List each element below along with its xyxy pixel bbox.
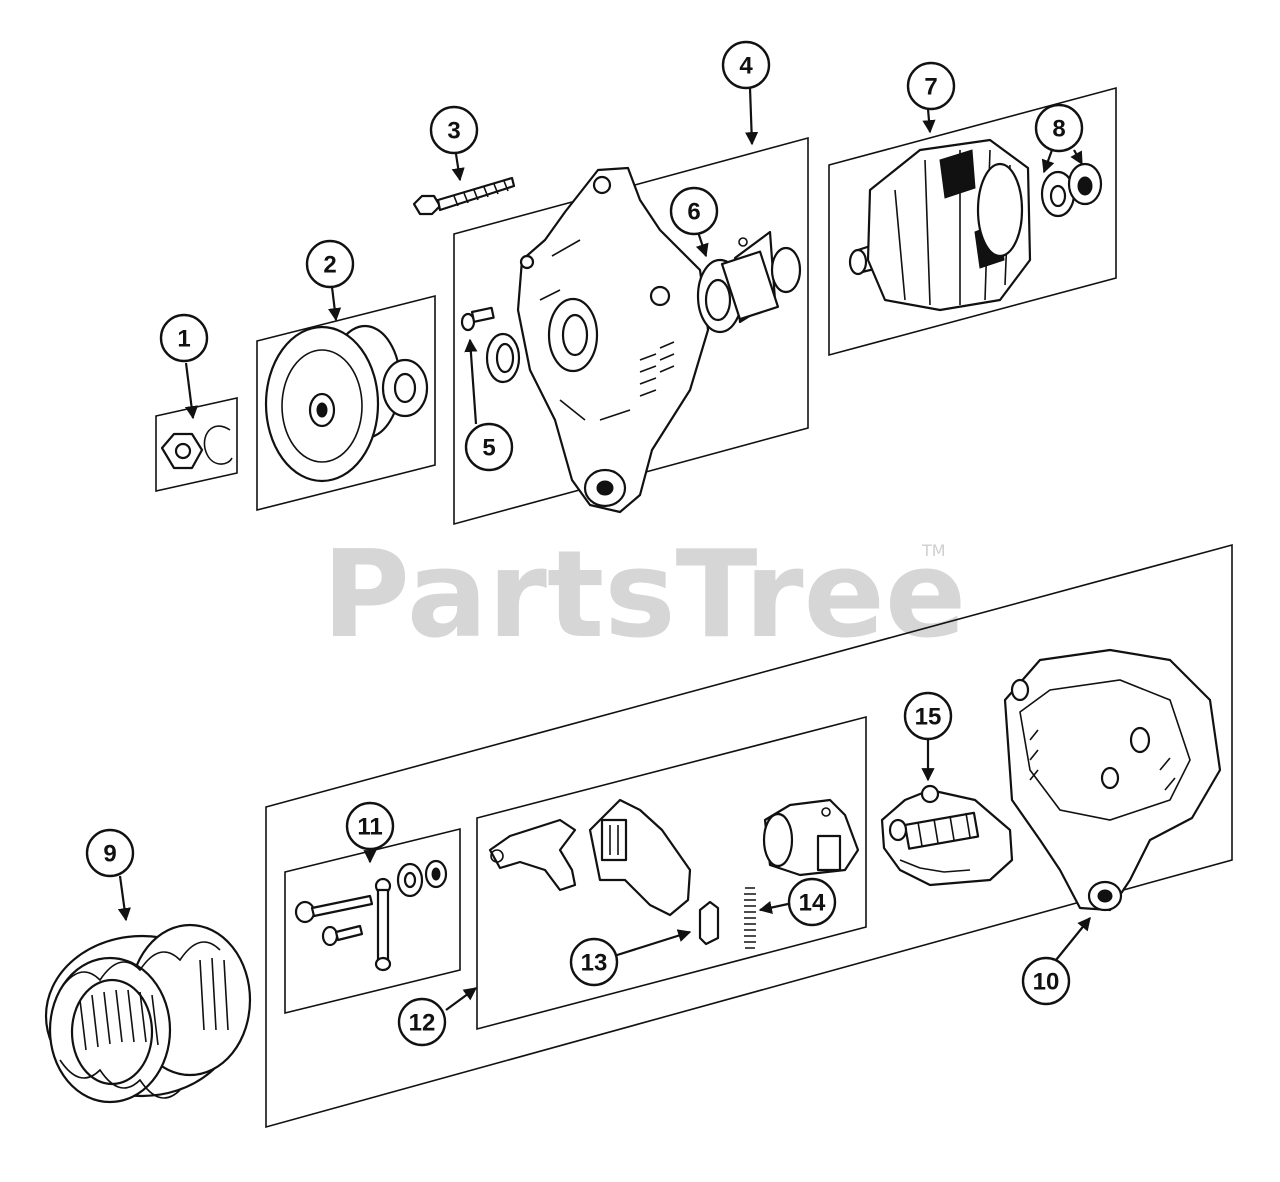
callout-11-label: 11 xyxy=(357,814,382,841)
panel-part-4 xyxy=(453,136,809,526)
leader-14 xyxy=(758,901,789,914)
callout-8-label: 8 xyxy=(1052,116,1065,143)
callouts: 1 2 3 4 5 6 7 8 9 10 11 12 13 14 15 xyxy=(85,40,1084,1047)
bolt-part-3[interactable] xyxy=(412,176,516,216)
callout-10-label: 10 xyxy=(1033,969,1060,996)
leader-2 xyxy=(328,286,342,322)
callout-11[interactable]: 11 xyxy=(345,801,395,851)
callout-12[interactable]: 12 xyxy=(397,997,447,1047)
callout-6[interactable]: 6 xyxy=(669,186,719,236)
callout-13-label: 13 xyxy=(581,950,608,977)
callout-7-label: 7 xyxy=(924,74,937,101)
pulley-part-2[interactable] xyxy=(264,324,429,483)
callout-5[interactable]: 5 xyxy=(464,422,514,472)
nut-part-1[interactable] xyxy=(160,425,233,470)
callout-4-label: 4 xyxy=(739,53,753,80)
callout-9-label: 9 xyxy=(103,841,116,868)
panel-part-7 xyxy=(828,86,1117,357)
rectifier-part-15[interactable] xyxy=(880,784,1014,887)
callout-13[interactable]: 13 xyxy=(569,937,619,987)
leader-6 xyxy=(695,231,709,258)
panel-part-11 xyxy=(284,827,461,1015)
leader-8b xyxy=(1070,149,1083,166)
leader-1 xyxy=(184,362,199,420)
leader-8a xyxy=(1041,149,1055,174)
rotor-part-7[interactable] xyxy=(848,138,1032,312)
screw-part-5[interactable] xyxy=(460,306,521,384)
leader-4 xyxy=(744,87,759,146)
panels xyxy=(155,86,1233,1129)
panel-part-1 xyxy=(155,397,238,492)
callout-15-label: 15 xyxy=(915,704,942,731)
rear-housing-part-10[interactable] xyxy=(1003,648,1222,912)
callout-10[interactable]: 10 xyxy=(1021,956,1071,1006)
watermark-text: PartsTree xyxy=(322,526,966,665)
brush-part-13[interactable] xyxy=(698,900,720,946)
leader-lines xyxy=(117,87,1091,1011)
spring-part-14[interactable] xyxy=(744,887,756,949)
callout-14-label: 14 xyxy=(799,890,826,917)
bearing-part-8[interactable] xyxy=(1040,162,1103,218)
watermark: PartsTree TM xyxy=(322,526,966,665)
regulator-part-12[interactable] xyxy=(488,798,860,917)
callout-9[interactable]: 9 xyxy=(85,828,135,878)
callout-15[interactable]: 15 xyxy=(903,691,953,741)
callout-14[interactable]: 14 xyxy=(787,877,837,927)
panel-part-12 xyxy=(476,715,867,1031)
callout-1-label: 1 xyxy=(177,326,190,353)
leader-13 xyxy=(613,929,692,958)
callout-1[interactable]: 1 xyxy=(159,313,209,363)
callout-2-label: 2 xyxy=(323,252,336,279)
callout-6-label: 6 xyxy=(687,199,700,226)
callout-3[interactable]: 3 xyxy=(429,105,479,155)
watermark-trademark: TM xyxy=(921,541,946,560)
callout-7[interactable]: 7 xyxy=(906,61,956,111)
callout-3-label: 3 xyxy=(447,118,460,145)
callout-5-label: 5 xyxy=(482,435,495,462)
callout-4[interactable]: 4 xyxy=(721,40,771,90)
leader-10 xyxy=(1055,916,1091,961)
callout-12-label: 12 xyxy=(409,1010,436,1037)
bearing-part-6[interactable] xyxy=(696,230,802,334)
leader-9 xyxy=(117,875,131,922)
panel-lower-assembly xyxy=(265,543,1233,1129)
leader-3 xyxy=(451,153,465,182)
leader-5 xyxy=(464,338,478,425)
stator-part-9[interactable] xyxy=(44,923,252,1104)
panel-part-2 xyxy=(256,294,436,512)
leader-12 xyxy=(445,987,478,1011)
leader-7 xyxy=(922,108,936,134)
callout-8[interactable]: 8 xyxy=(1034,103,1084,153)
front-housing-part-4[interactable] xyxy=(516,166,710,514)
terminal-kit-part-11[interactable] xyxy=(294,859,448,972)
callout-2[interactable]: 2 xyxy=(305,239,355,289)
